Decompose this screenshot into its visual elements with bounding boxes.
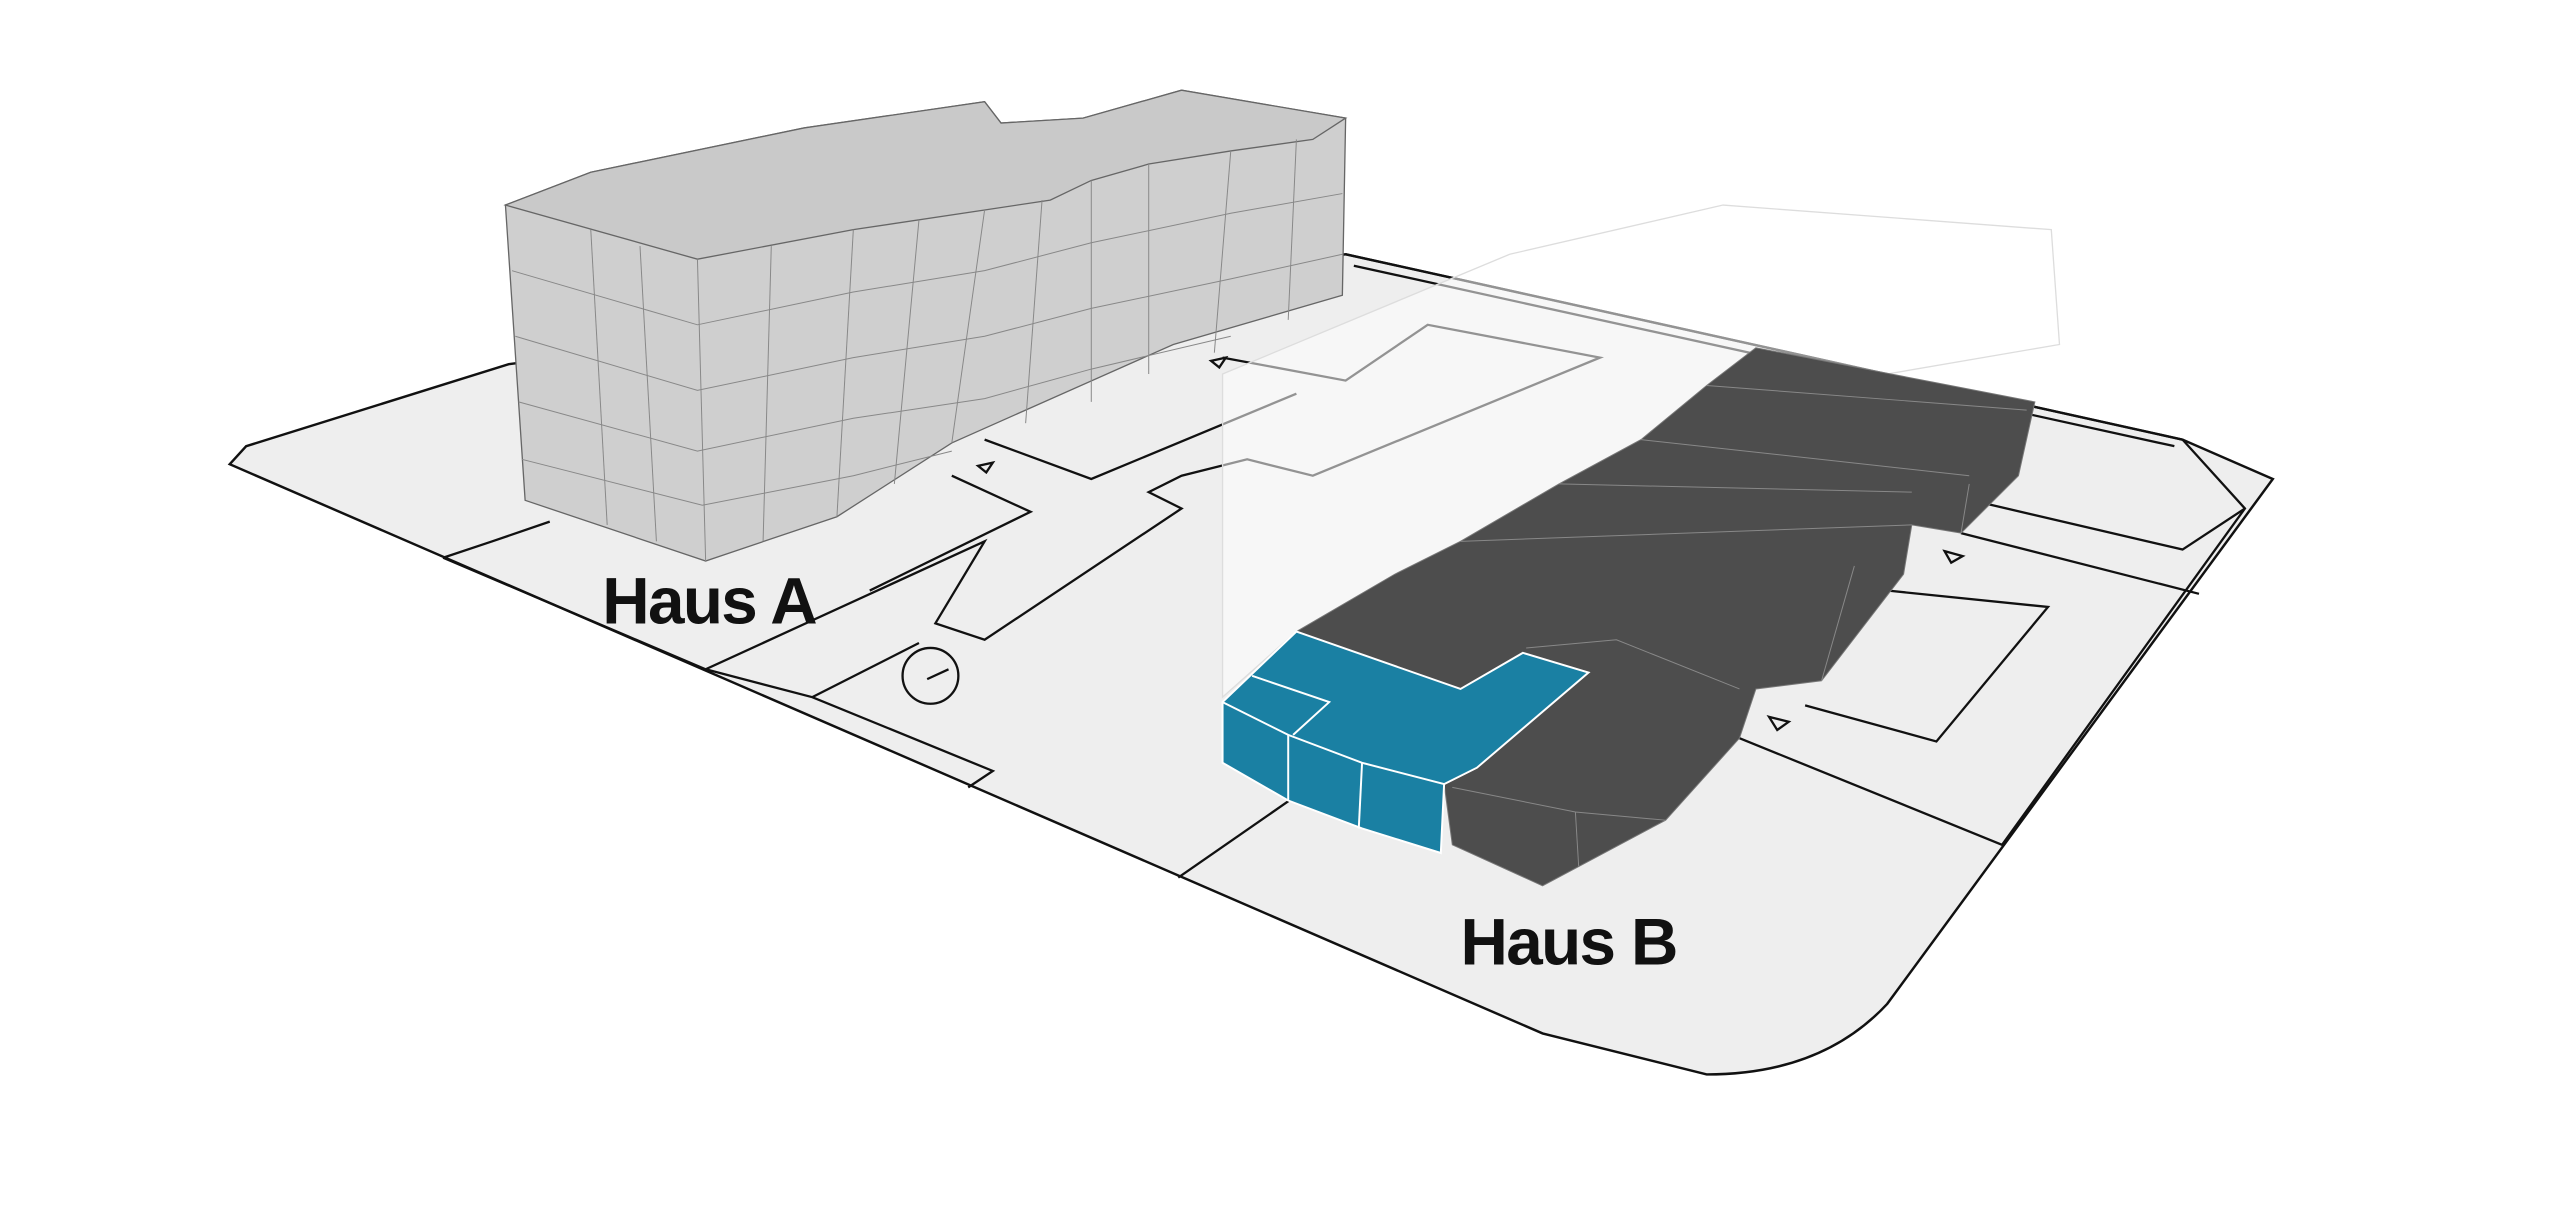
haus-a-building	[503, 89, 1348, 562]
haus-b-label: Haus B	[1461, 906, 1677, 979]
entrance-marker	[1766, 715, 1792, 732]
entrance-marker	[1942, 549, 1966, 565]
highlighted-unit[interactable]	[1221, 630, 1591, 855]
haus-a-label: Haus A	[602, 564, 816, 637]
tree-symbol	[901, 646, 960, 705]
entrance-marker	[975, 460, 996, 475]
entrance-marker	[1208, 355, 1229, 370]
